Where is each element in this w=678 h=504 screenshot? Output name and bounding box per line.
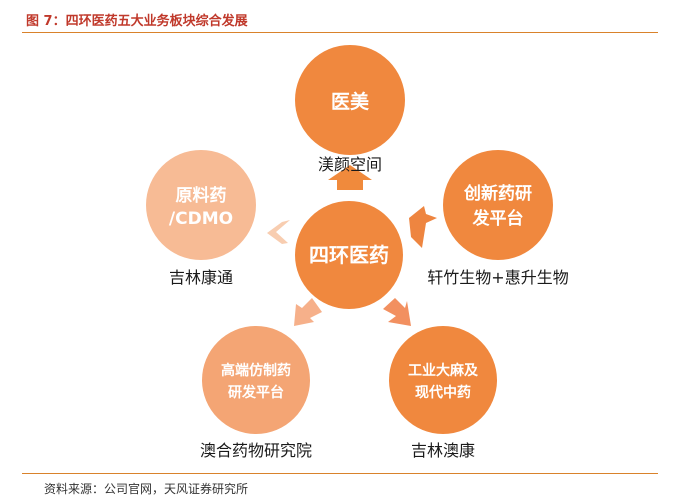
generics-label-line1: 高端仿制药 [221, 362, 291, 379]
industrial-hemp-circle [389, 326, 497, 434]
arrow-right-icon [409, 206, 437, 248]
top-rule [22, 32, 658, 33]
source-note: 资料来源：公司官网，天风证券研究所 [44, 482, 249, 496]
aesthetics-company: 渼颜空间 [318, 155, 382, 174]
aesthetics-label: 医美 [331, 90, 370, 113]
arrow-down-left-icon [294, 298, 322, 326]
api-cdmo-circle [146, 150, 256, 260]
api-cdmo-label-line1: 原料药 [176, 185, 227, 206]
figure-title: 图 7：四环医药五大业务板块综合发展 [26, 14, 248, 29]
bottom-rule [22, 473, 658, 474]
generics-company: 澳合药物研究院 [200, 441, 312, 460]
api-cdmo-label-line2: /CDMO [169, 209, 233, 229]
center-label: 四环医药 [309, 243, 389, 267]
arrow-up-icon [328, 165, 372, 190]
innovative-circle [443, 150, 553, 260]
generics-circle [202, 326, 310, 434]
arrow-left-icon [267, 220, 290, 244]
innovative-label-line2: 发平台 [472, 208, 524, 229]
center-circle [295, 201, 403, 309]
industrial-hemp-label-line1: 工业大麻及 [408, 362, 479, 379]
industrial-hemp-label-line2: 现代中药 [415, 384, 471, 401]
aesthetics-circle [295, 45, 405, 155]
innovative-company: 轩竹生物+惠升生物 [427, 268, 568, 287]
innovative-label-line1: 创新药研 [463, 183, 532, 204]
arrow-down-right-icon [383, 298, 411, 326]
industrial-hemp-company: 吉林澳康 [411, 441, 475, 460]
api-cdmo-company: 吉林康通 [169, 268, 233, 287]
generics-label-line2: 研发平台 [228, 384, 284, 401]
